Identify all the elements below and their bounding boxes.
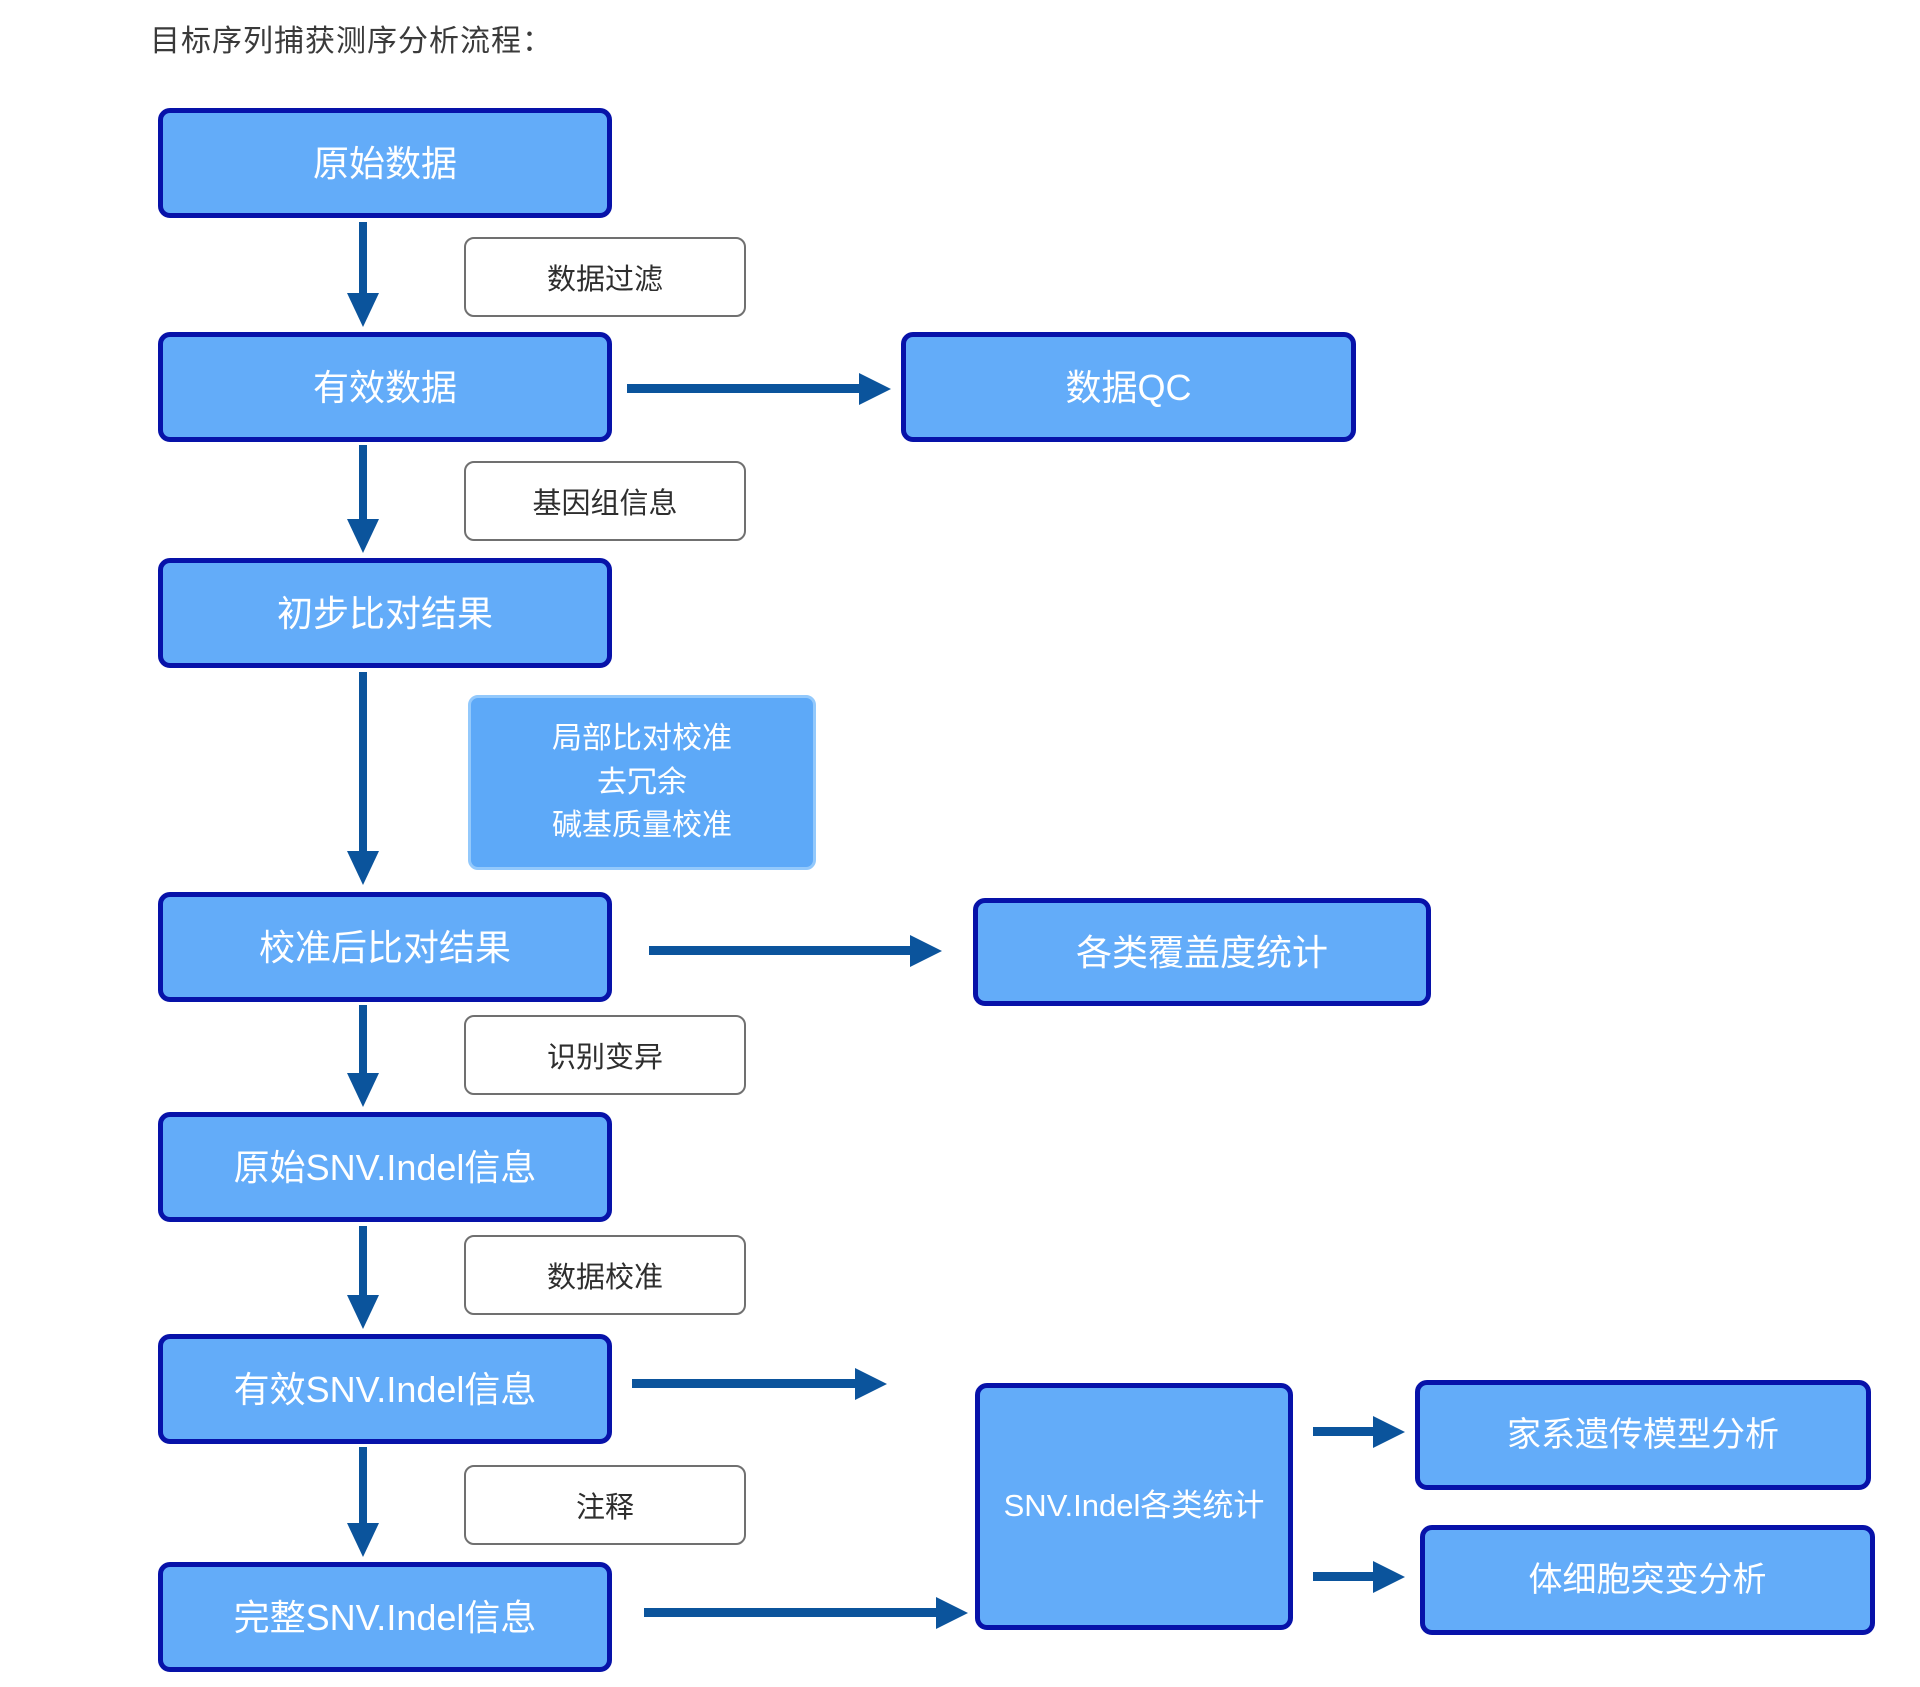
arrow-raw-to-valid xyxy=(359,222,367,293)
arrow-valid-to-initial xyxy=(359,445,367,519)
node-family-model-analysis: 家系遗传模型分析 xyxy=(1415,1380,1871,1490)
arrow-completesnv-to-stats xyxy=(644,1608,936,1617)
node-coverage-stats: 各类覆盖度统计 xyxy=(973,898,1431,1006)
page-title: 目标序列捕获测序分析流程： xyxy=(150,25,553,58)
process-note-line: 局部比对校准 xyxy=(552,722,732,756)
node-raw-snv-indel: 原始SNV.Indel信息 xyxy=(158,1112,612,1222)
arrow-stats-to-somatic xyxy=(1313,1572,1373,1581)
node-calibrated-alignment: 校准后比对结果 xyxy=(158,892,612,1002)
step-label-genome-info: 基因组信息 xyxy=(464,461,746,541)
process-note-calibration: 局部比对校准 去冗余 碱基质量校准 xyxy=(468,695,816,870)
step-label-data-calibration: 数据校准 xyxy=(464,1235,746,1315)
arrow-valid-to-qc xyxy=(627,384,859,393)
arrow-validsnv-to-completesnv xyxy=(359,1447,367,1523)
step-label-data-filter: 数据过滤 xyxy=(464,237,746,317)
arrow-calibrated-to-coverage xyxy=(649,946,910,955)
arrow-calibrated-to-rawsnv xyxy=(359,1005,367,1073)
node-data-qc: 数据QC xyxy=(901,332,1356,442)
arrow-rawsnv-to-validsnv xyxy=(359,1226,367,1295)
node-initial-alignment: 初步比对结果 xyxy=(158,558,612,668)
step-label-variant-calling: 识别变异 xyxy=(464,1015,746,1095)
arrow-stats-to-family xyxy=(1313,1427,1373,1436)
step-label-annotation: 注释 xyxy=(464,1465,746,1545)
arrow-initial-to-calibrated xyxy=(359,672,367,851)
node-complete-snv-indel: 完整SNV.Indel信息 xyxy=(158,1562,612,1672)
node-valid-data: 有效数据 xyxy=(158,332,612,442)
node-valid-snv-indel: 有效SNV.Indel信息 xyxy=(158,1334,612,1444)
arrow-validsnv-to-stats xyxy=(632,1379,855,1388)
process-note-line: 碱基质量校准 xyxy=(552,809,732,843)
node-raw-data: 原始数据 xyxy=(158,108,612,218)
node-somatic-mutation-analysis: 体细胞突变分析 xyxy=(1420,1525,1875,1635)
node-snv-indel-stats: SNV.Indel各类统计 xyxy=(975,1383,1293,1630)
process-note-line: 去冗余 xyxy=(597,765,687,799)
